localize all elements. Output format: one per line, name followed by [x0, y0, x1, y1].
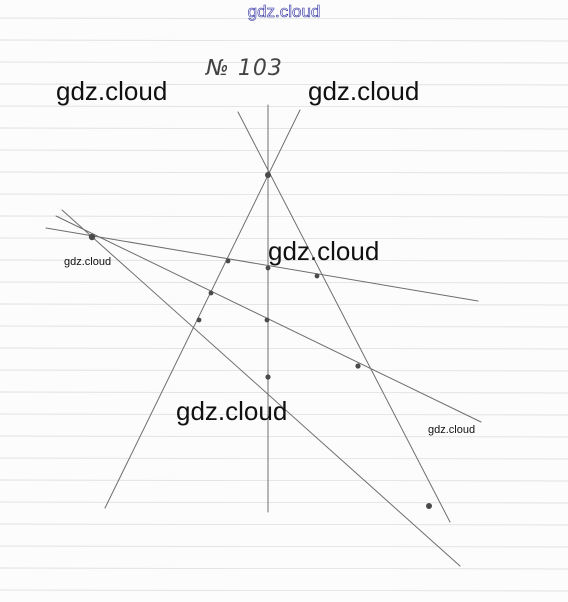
ruling-line — [0, 545, 568, 548]
line-apex-left — [104, 109, 301, 509]
ruling-line — [0, 61, 568, 64]
intersection-point — [426, 503, 432, 509]
intersection-point — [265, 374, 271, 380]
intersection-point — [196, 317, 202, 323]
intersection-point — [88, 233, 96, 241]
ruling-line — [0, 149, 568, 152]
watermark-top-left: gdz.cloud — [56, 76, 168, 106]
ruling-line — [0, 259, 568, 262]
ruling-line — [0, 523, 568, 526]
ruling-line — [0, 347, 568, 350]
ruling-line — [0, 127, 568, 130]
intersection-point — [355, 363, 361, 369]
ruling-line — [0, 171, 568, 174]
ruling-line — [0, 83, 568, 86]
line-a-top — [45, 227, 479, 302]
intersection-point — [314, 273, 320, 279]
problem-number: № 103 — [206, 56, 283, 81]
ruling-line — [0, 193, 568, 196]
ruling-line — [0, 369, 568, 372]
intersection-point — [265, 265, 271, 271]
notebook-ruling — [0, 17, 568, 592]
ruling-line — [0, 479, 568, 482]
pencil-lines — [45, 104, 482, 567]
watermark-middle: gdz.cloud — [268, 236, 380, 266]
intersection-point — [208, 290, 214, 296]
intersection-point — [225, 258, 231, 264]
intersection-point — [264, 317, 270, 323]
ruling-line — [0, 589, 568, 592]
watermark-small-right: gdz.cloud — [428, 424, 476, 436]
ruling-line — [0, 215, 568, 218]
ruling-line — [0, 435, 568, 438]
ruling-line — [0, 567, 568, 570]
ruling-line — [0, 105, 568, 108]
intersection-points — [88, 172, 432, 509]
ruling-line — [0, 39, 568, 42]
ruling-line — [0, 281, 568, 284]
watermark-bottom: gdz.cloud — [176, 396, 288, 426]
ruling-line — [0, 391, 568, 394]
line-apex-right — [237, 111, 451, 523]
watermark-small-left: gdz.cloud — [64, 256, 112, 268]
header-watermark: gdz.cloud — [247, 2, 321, 22]
ruling-line — [0, 457, 568, 460]
ruling-line — [0, 501, 568, 504]
ruling-line — [0, 303, 568, 306]
line-a-bottom — [61, 209, 461, 567]
ruling-line — [0, 17, 568, 20]
watermark-top-right: gdz.cloud — [308, 76, 420, 106]
intersection-point — [265, 172, 271, 178]
ruling-line — [0, 413, 568, 416]
